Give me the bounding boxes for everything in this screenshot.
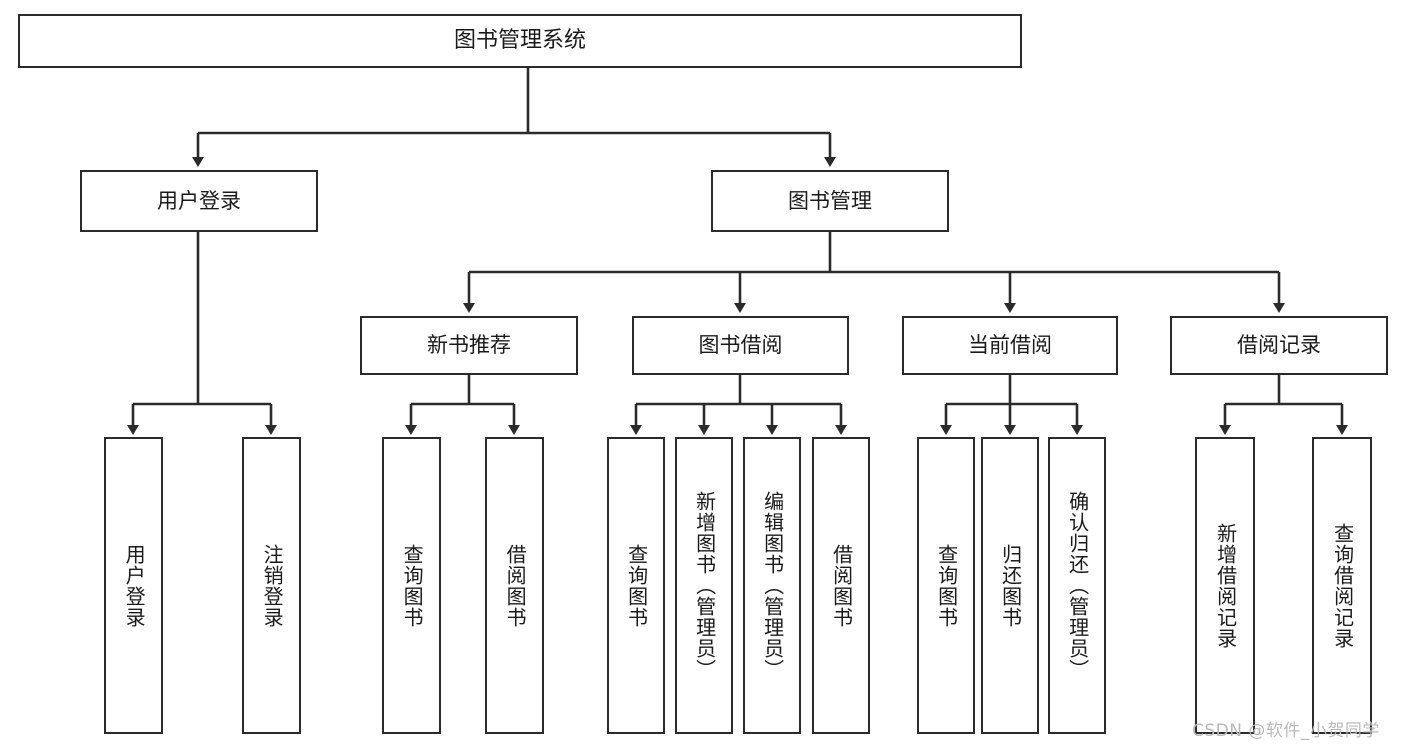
node-label: 借阅图书	[503, 543, 528, 628]
node-label: 新书推荐	[427, 333, 511, 358]
node-label: 用户登录	[122, 543, 147, 628]
node-user-login[interactable]: 用户登录	[80, 170, 318, 232]
node-label: 图书借阅	[698, 333, 783, 358]
node-label: 查询借阅记录	[1330, 522, 1355, 649]
node-label: 新增图书（管理员）	[692, 491, 717, 680]
leaf-logout[interactable]: 注销登录	[242, 437, 301, 734]
leaf-borrow-add-book-admin[interactable]: 新增图书（管理员）	[675, 437, 733, 734]
node-new-book-recommend[interactable]: 新书推荐	[360, 316, 578, 375]
node-label: 编辑图书（管理员）	[760, 491, 785, 680]
node-label: 归还图书	[998, 543, 1023, 628]
leaf-current-confirm-return-admin[interactable]: 确认归还（管理员）	[1048, 437, 1106, 734]
leaf-borrow-query-book[interactable]: 查询图书	[607, 437, 665, 734]
watermark: CSDN @软件_小贺同学	[1192, 721, 1380, 741]
node-label: 查询图书	[934, 543, 959, 628]
leaf-recommend-borrow-book[interactable]: 借阅图书	[485, 437, 544, 734]
leaf-record-add-borrow-record[interactable]: 新增借阅记录	[1195, 437, 1255, 734]
node-label: 查询图书	[624, 543, 649, 628]
node-label: 确认归还（管理员）	[1065, 491, 1090, 680]
leaf-current-return-book[interactable]: 归还图书	[981, 437, 1039, 734]
node-label: 查询图书	[400, 543, 425, 628]
leaf-borrow-edit-book-admin[interactable]: 编辑图书（管理员）	[743, 437, 801, 734]
node-book-borrow[interactable]: 图书借阅	[632, 316, 849, 375]
node-borrow-record[interactable]: 借阅记录	[1170, 316, 1388, 375]
node-label: 图书管理	[788, 188, 872, 213]
node-root-system[interactable]: 图书管理系统	[18, 14, 1022, 68]
leaf-user-login[interactable]: 用户登录	[104, 437, 163, 734]
node-label: 图书管理系统	[453, 28, 586, 54]
node-label: 借阅记录	[1237, 333, 1321, 358]
node-label: 注销登录	[260, 543, 285, 628]
node-book-management[interactable]: 图书管理	[711, 170, 949, 232]
leaf-record-query-borrow-record[interactable]: 查询借阅记录	[1312, 437, 1372, 734]
leaf-borrow-borrow-book[interactable]: 借阅图书	[812, 437, 870, 734]
node-label: 用户登录	[157, 188, 241, 213]
node-label: 新增借阅记录	[1213, 522, 1238, 649]
node-label: 当前借阅	[968, 333, 1052, 358]
node-current-borrow[interactable]: 当前借阅	[902, 316, 1118, 375]
node-label: 借阅图书	[829, 543, 854, 628]
leaf-current-query-book[interactable]: 查询图书	[917, 437, 975, 734]
leaf-recommend-query-book[interactable]: 查询图书	[382, 437, 441, 734]
